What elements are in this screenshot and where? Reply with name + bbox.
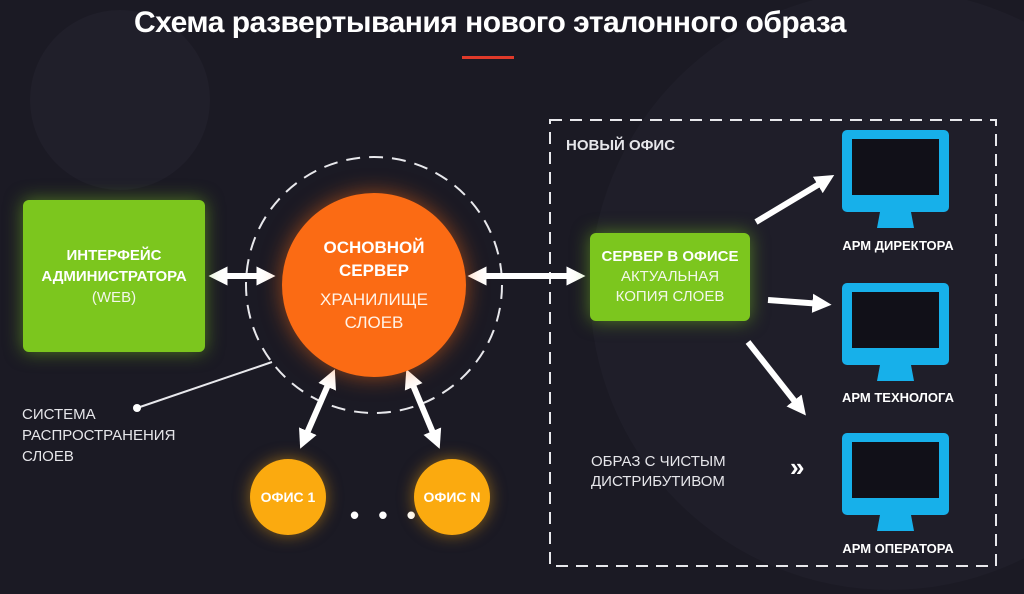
title-underline [462, 56, 514, 59]
clean-image-line2: ДИСТРИБУТИВОМ [591, 473, 725, 490]
clean-image-line1: ОБРАЗ С ЧИСТЫМ [591, 453, 726, 470]
system-label-line3: СЛОЕВ [22, 448, 74, 465]
bg-decor-circle-left [30, 10, 210, 190]
double-chevron-right-icon: » [790, 452, 805, 482]
office-server-box: СЕРВЕР В ОФИСЕ АКТУАЛЬНАЯ КОПИЯ СЛОЕВ [590, 233, 750, 321]
monitor-icon [842, 433, 949, 531]
office-1-node: ОФИС 1 [250, 459, 326, 535]
new-office-frame [549, 119, 997, 567]
arrow-to-director [754, 175, 835, 225]
workstation-technologist-label: АРМ ТЕХНОЛОГА [842, 390, 954, 405]
admin-line1: ИНТЕРФЕЙС [66, 246, 162, 264]
monitor-icon [842, 283, 949, 381]
main-server-node: ОСНОВНОЙ СЕРВЕР ХРАНИЛИЩЕ СЛОЕВ [282, 193, 466, 377]
system-label-line1: СИСТЕМА [22, 406, 96, 423]
system-label-line2: РАСПРОСТРАНЕНИЯ [22, 427, 176, 444]
system-label-connector [136, 361, 273, 409]
layer-system-label: СИСТЕМА РАСПРОСТРАНЕНИЯ СЛОЕВ [22, 404, 175, 467]
office-server-line2: АКТУАЛЬНАЯ [620, 268, 720, 285]
workstation-operator-label: АРМ ОПЕРАТОРА [842, 541, 954, 556]
office-server-line3: КОПИЯ СЛОЕВ [615, 288, 725, 305]
arrow-server-office1 [299, 369, 336, 449]
office-server-line1: СЕРВЕР В ОФИСЕ [601, 248, 739, 265]
arrow-to-operator [745, 340, 806, 416]
main-server-line3: ХРАНИЛИЩЕ [319, 290, 429, 309]
main-server-line1: ОСНОВНОЙ [323, 238, 425, 257]
system-label-dot [133, 404, 141, 412]
monitor-icon [842, 130, 949, 228]
office-n-node: ОФИС N [414, 459, 490, 535]
page-title: Схема развертывания нового эталонного об… [134, 6, 846, 39]
admin-line3: (WEB) [91, 288, 137, 306]
admin-interface-box: ИНТЕРФЕЙС АДМИНИСТРАТОРА (WEB) [23, 200, 205, 352]
admin-line2: АДМИНИСТРАТОРА [41, 267, 187, 285]
workstation-director-label: АРМ ДИРЕКТОРА [842, 238, 954, 253]
arrow-to-technologist [767, 293, 832, 313]
arrow-server-officeN [404, 369, 442, 449]
main-server-line4: СЛОЕВ [344, 313, 404, 332]
offices-ellipsis: • • • [350, 500, 422, 530]
clean-image-label: ОБРАЗ С ЧИСТЫМ ДИСТРИБУТИВОМ [591, 452, 726, 492]
new-office-label: НОВЫЙ ОФИС [566, 137, 676, 154]
main-server-line2: СЕРВЕР [339, 261, 409, 280]
